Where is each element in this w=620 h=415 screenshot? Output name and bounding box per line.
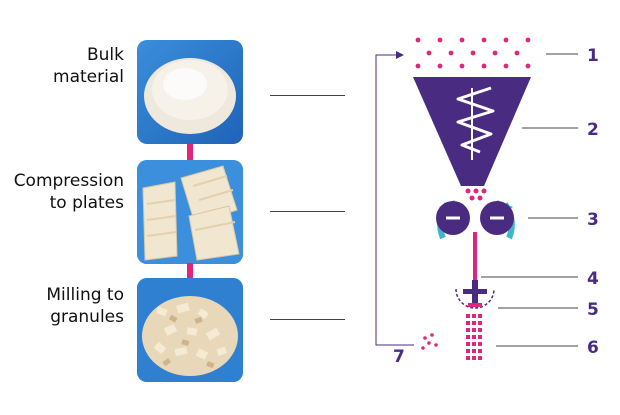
callout-2: 2 [587,120,599,140]
label-compression: Compression to plates [13,171,124,213]
milling-rule [270,319,345,320]
compressed-plates-photo [137,160,243,264]
flow-connector [187,263,193,283]
callout-5: 5 [587,300,599,320]
compacted-ribbon [473,232,477,282]
bulk-material-rule [270,95,345,96]
recycle-line [375,54,414,346]
callout-1: 1 [587,46,599,66]
bulk-material-photo [137,40,243,144]
callout-6: 6 [587,338,599,358]
label-milling: Milling to granules [46,285,124,327]
mill-screen [455,288,495,309]
recycle-arrow-icon [396,51,404,59]
granules-output [466,314,482,360]
label-bulk-material: Bulk material [53,45,124,87]
powder-particles [415,37,531,69]
callout-3: 3 [587,210,599,230]
callout-4: 4 [587,269,599,289]
callout-7: 7 [393,347,405,367]
granules-photo [137,278,243,382]
compression-rule [270,211,345,212]
feed-screw-icon [456,86,495,154]
fines-particles [421,333,438,350]
flow-connector [187,144,193,164]
